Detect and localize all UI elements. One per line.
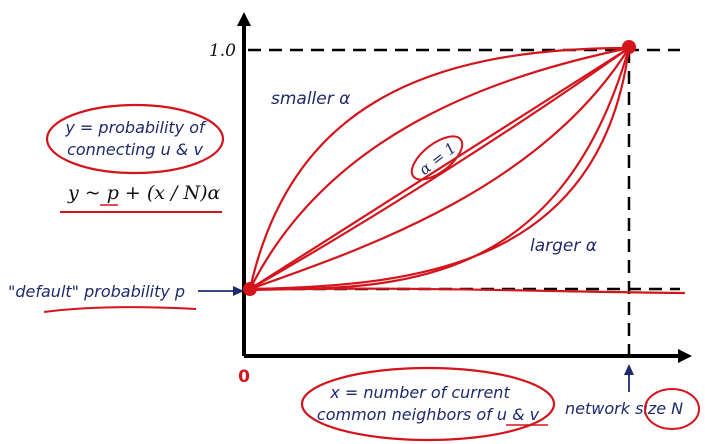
y-description-line2: connecting u & v bbox=[67, 140, 203, 159]
alpha-curves bbox=[248, 46, 686, 295]
default-probability-arrowhead bbox=[233, 286, 244, 296]
curve-small-alpha bbox=[248, 46, 631, 291]
origin-label: 0 bbox=[238, 367, 250, 387]
x-description-line1: x = number of current bbox=[329, 383, 510, 402]
y-axis-arrow bbox=[237, 12, 251, 26]
curve-flat-limit bbox=[248, 287, 686, 295]
p-point bbox=[243, 282, 257, 296]
curve-smallest-alpha bbox=[248, 46, 631, 291]
y-max-label: 1.0 bbox=[209, 41, 236, 61]
network-size-circle bbox=[644, 388, 700, 430]
x-description-line2: common neighbors of u & v bbox=[317, 405, 540, 424]
alpha-one-circle bbox=[410, 135, 464, 181]
curve-large-alpha bbox=[248, 46, 631, 291]
larger-alpha-label: larger α bbox=[530, 236, 597, 256]
curve-larger-alpha bbox=[248, 46, 631, 291]
network-size-arrowhead bbox=[624, 364, 634, 375]
y-description-line1: y = probability of bbox=[64, 118, 207, 137]
default-probability-underline bbox=[43, 306, 197, 313]
default-probability-label: "default" probability p bbox=[8, 282, 185, 301]
y-description-circle bbox=[45, 103, 225, 175]
network-size-label: network size N bbox=[565, 399, 683, 418]
n-point bbox=[622, 40, 636, 54]
formula: y ~ p + (x / N)α bbox=[67, 182, 221, 204]
curve-alpha-one bbox=[248, 46, 631, 291]
smaller-alpha-label: smaller α bbox=[271, 89, 350, 109]
x-description-circle bbox=[300, 366, 556, 442]
curve-smaller-alpha bbox=[248, 46, 631, 291]
x-axis-arrow bbox=[678, 349, 692, 363]
